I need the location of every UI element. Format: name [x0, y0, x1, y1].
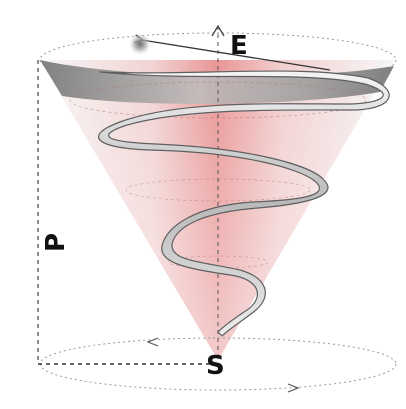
- inner-contour-3: [167, 255, 269, 269]
- spiral-ribbon: [97, 70, 390, 337]
- label-p: P: [41, 233, 71, 252]
- inner-contour-2: [125, 178, 311, 202]
- bottom-arrow-right: [287, 383, 300, 393]
- e-arrow: [142, 40, 331, 71]
- label-e: E: [230, 31, 248, 61]
- label-s: S: [206, 351, 225, 381]
- particle-blob: [129, 33, 151, 55]
- top-ellipse: [39, 32, 397, 88]
- bottom-arrow-left: [146, 337, 159, 347]
- axis-arrowhead: [211, 24, 225, 37]
